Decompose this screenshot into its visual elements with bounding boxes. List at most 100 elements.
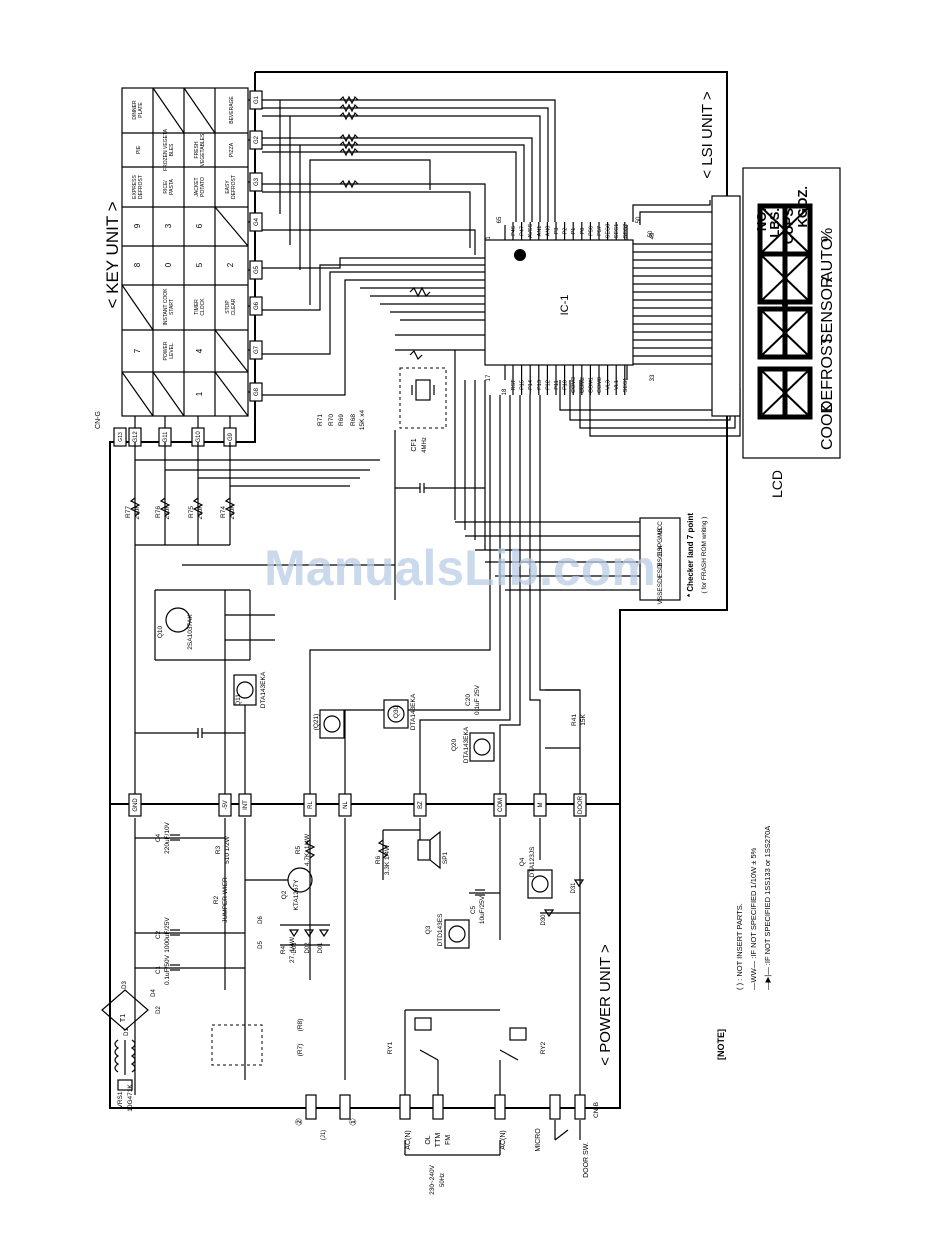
ic-pin-number: 49	[650, 232, 656, 239]
label-micro: MICRO	[535, 1128, 542, 1152]
resistor-symbol	[339, 140, 359, 150]
resistor-r68: R68	[350, 414, 357, 426]
key-label: 4	[195, 348, 204, 353]
key-label: 7	[133, 348, 142, 353]
label-ttm: TTM	[435, 1133, 442, 1148]
resistor-r68-value: 15K x4	[359, 410, 366, 431]
key-label: FROZEN VEGETABLES	[163, 128, 175, 171]
bus-door: DOOR	[578, 795, 584, 814]
ic-pin-p11: P11	[554, 380, 560, 389]
resistor-r74: R74	[220, 506, 227, 518]
diode-d03: D03	[292, 942, 298, 954]
ic-pin-p15: P15	[520, 380, 526, 390]
pin-g1-label: G1	[254, 95, 260, 104]
key-label: JACKETPOTATO	[194, 177, 206, 197]
ic-pin-com0: COM0	[597, 377, 603, 393]
buzzer-sp1: SP1	[442, 851, 449, 864]
ic-pin-p13: P13	[537, 380, 543, 390]
thermal-j1: (J1)	[321, 1130, 327, 1140]
pin-g8-label: G8	[254, 387, 260, 396]
label-ol: OL	[425, 1135, 432, 1144]
transistor-q3: Q3	[425, 925, 432, 934]
checker-pin-vcc: VCC	[657, 521, 664, 535]
resistor-r71: R71	[317, 414, 324, 426]
capacitor-c4-value: 220uF/10V	[164, 821, 171, 853]
ic-pin-number: 1	[486, 236, 492, 240]
ic-pin-number: 33	[650, 374, 656, 381]
key-label: 0	[164, 262, 173, 267]
key-label: BEVERAGE	[229, 96, 235, 124]
checker-wires	[455, 521, 640, 591]
key-matrix	[121, 87, 249, 417]
pin-g5-label: G5	[254, 265, 260, 274]
crystal-cf1	[399, 367, 447, 429]
pulldown-resistors	[129, 442, 380, 800]
resistor-r2: R2	[213, 895, 220, 904]
resistor-r77: R77	[125, 506, 132, 518]
key-label: 3	[164, 223, 173, 228]
ic-pin-com1: COM1	[588, 377, 594, 393]
ic-pin-an1: AN1	[537, 226, 543, 237]
connector-cn-g: CN-G	[95, 411, 102, 429]
checker-pin-esdi: ESDI	[657, 562, 664, 577]
transistor-q20-part: DTA143EKA	[463, 726, 470, 763]
resistor-r69: R69	[338, 414, 345, 426]
pin-g2-label: G2	[254, 135, 260, 144]
ic-pin-com2: COM2	[580, 377, 586, 393]
varistor-part: 10G471K	[127, 1084, 134, 1112]
ic-pin-seg1: SEG1	[623, 378, 629, 393]
resistor-symbol	[339, 147, 359, 157]
ic-pin-com3: COM3	[571, 377, 577, 393]
ic-to-power-wires	[309, 395, 581, 800]
resistor-r41: R41	[571, 714, 578, 726]
diode-d6: D6	[258, 916, 264, 924]
note-line-2: —WW— :IF NOT SPECIFIED 1/10W ± 5%	[749, 847, 758, 990]
label-voltage: 230~240V	[429, 1164, 436, 1194]
resistor-r6-value: 3.3K 1/4W	[384, 844, 391, 875]
power-unit-body	[101, 818, 586, 1156]
ic-pin-number: 17	[486, 374, 492, 381]
relay-ry1: RY1	[387, 1041, 394, 1054]
checker-land	[639, 517, 681, 601]
transistor-q20: Q20	[451, 738, 458, 751]
varistor-vrs1: VRS1	[117, 1091, 124, 1108]
ic-lcd-bus: 50	[633, 230, 712, 365]
capacitor-c5: C5	[470, 905, 477, 914]
connector-cn-b: CN-B	[593, 1102, 600, 1118]
bus-com-box	[493, 793, 507, 817]
checker-title: * Checker land 7 point	[686, 513, 695, 597]
lcd-word-defrost: DEFROST	[819, 335, 836, 412]
ic-pin-number: 18	[502, 388, 508, 395]
lcd-word-cook: COOK	[819, 403, 836, 450]
ic-pin-p0: P0	[580, 228, 586, 235]
bus-gnd: GND	[133, 798, 139, 812]
checker-pin-vss: VSS	[657, 591, 664, 605]
key-label: EASYDEFROST	[225, 175, 237, 199]
label-circle-2: ②	[294, 1118, 304, 1126]
pin-g12-label: G12	[133, 431, 139, 443]
key-label: 6	[195, 223, 204, 228]
checker-pin-espgmb: ESPGMB	[657, 528, 664, 556]
bus-int-box	[238, 793, 252, 817]
resistor-symbol	[339, 95, 359, 105]
transistor-q2-part: KTA1267Y	[293, 879, 300, 911]
ic-pin-p56: P56	[588, 226, 594, 236]
transistor-q4: Q4	[519, 857, 526, 866]
diode-d3: D3	[122, 981, 128, 989]
crystal-ref: CF1	[411, 438, 418, 451]
ic-pin-avss: AVSS	[528, 224, 534, 239]
diode-d2: D2	[156, 1006, 162, 1014]
lcd-indicator-lbs: LBS.	[767, 208, 782, 238]
ic-pin-vl1: VL1	[614, 380, 620, 390]
misc-caps	[135, 590, 246, 800]
lcd-connector	[711, 195, 741, 417]
lcd-colon	[782, 302, 788, 308]
ic-pin-p47: P47	[520, 226, 526, 236]
resistor-r76: R76	[155, 506, 162, 518]
watermark: ManualsLib.com	[264, 540, 656, 596]
key-label: EXPRESSDEFROST	[132, 175, 144, 199]
key-label: 1	[195, 391, 204, 396]
resistor-r76-value: 270K	[164, 504, 171, 520]
key-label: 2	[226, 262, 235, 267]
